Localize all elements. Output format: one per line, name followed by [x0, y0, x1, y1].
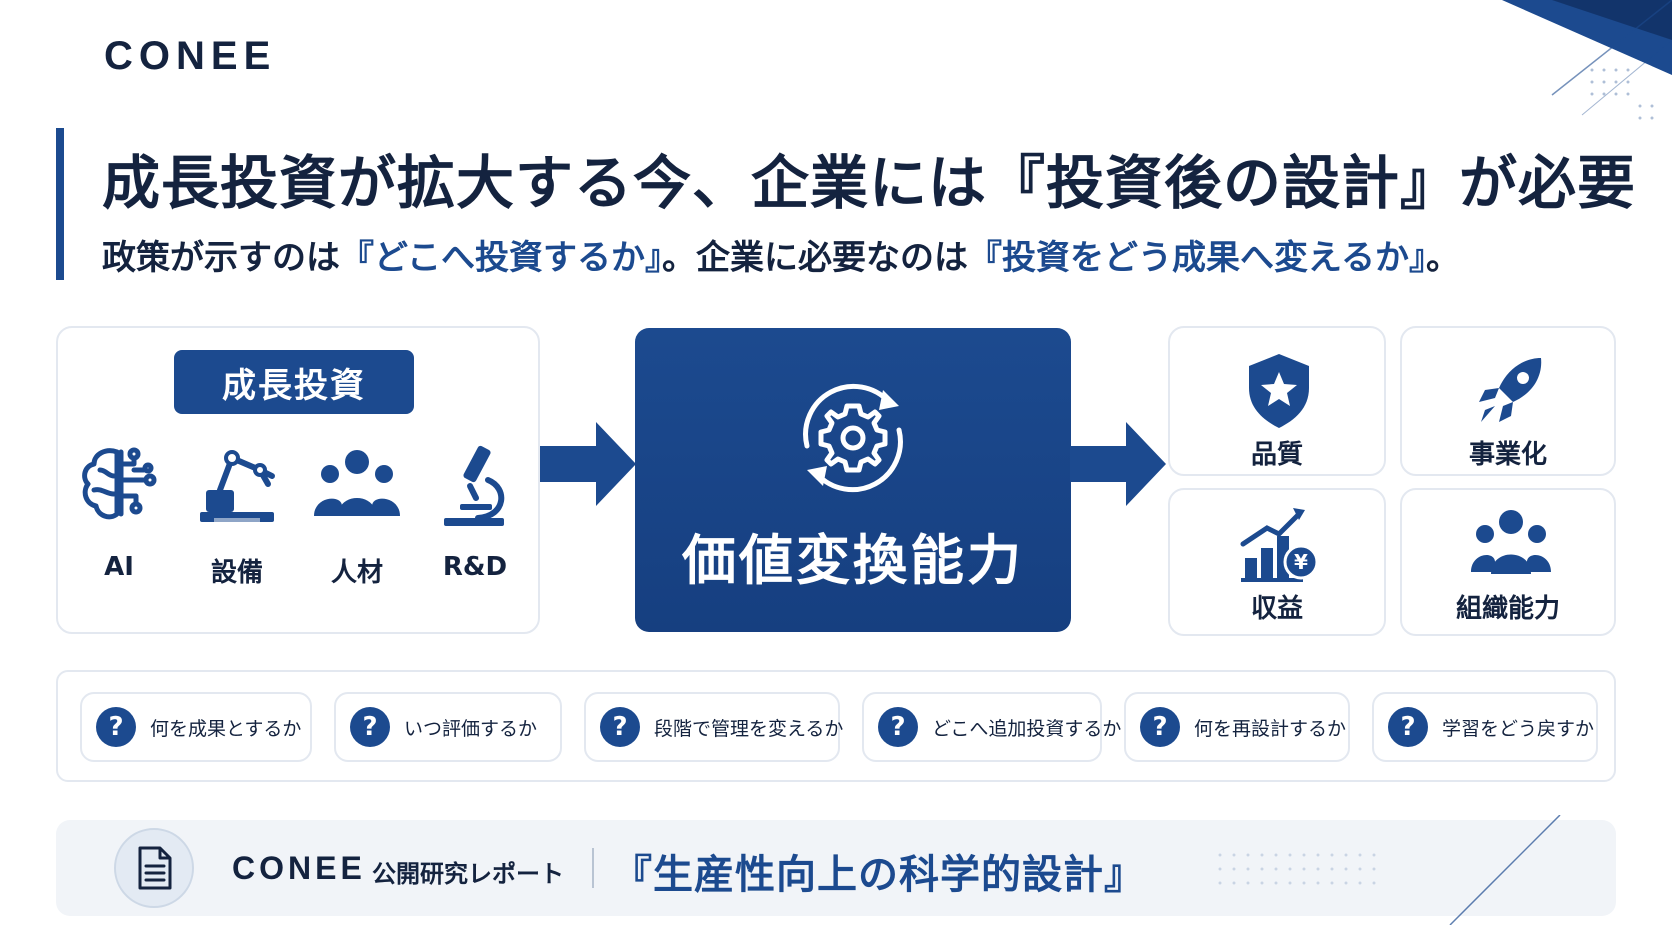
question-text: どこへ追加投資するか [932, 717, 1122, 740]
question-text: 学習をどう戻すか [1442, 717, 1595, 740]
question-mark-icon: ? [600, 707, 640, 747]
investment-item-label: AI [104, 552, 134, 582]
page-subtitle: 政策が示すのは『どこへ投資するか』。企業に必要なのは『投資をどう成果へ変えるか』… [102, 230, 1460, 279]
svg-text:¥: ¥ [1294, 550, 1308, 574]
title-accent-bar [56, 128, 64, 280]
people-icon [314, 450, 400, 516]
value-transformation-label: 価値変換能力 [682, 529, 1024, 592]
subtitle-highlight-1: 『どこへ投資するか』 [340, 238, 662, 278]
question-text: 何を再設計するか [1194, 717, 1347, 740]
outcome-label: 事業化 [1468, 440, 1547, 470]
footer-report-title: 『生産性向上の科学的設計』 [612, 852, 1145, 898]
microscope-icon [444, 445, 505, 526]
question-pill: ? どこへ追加投資するか [862, 692, 1121, 762]
robot-arm-icon [200, 450, 275, 522]
question-text: 段階で管理を変えるか [654, 717, 844, 740]
outcome-card-quality: 品質 [1168, 326, 1386, 476]
flow-arrow-right [1070, 422, 1166, 506]
investment-item-rnd: R&D [420, 440, 530, 582]
flow-arrow-right [540, 422, 636, 506]
question-pill: ? 学習をどう戻すか [1372, 692, 1598, 762]
corner-decoration [1502, 0, 1672, 120]
investment-item-equipment: 設備 [182, 440, 292, 589]
investment-item-label: 人材 [330, 558, 383, 588]
outcome-card-commercialization: 事業化 [1400, 326, 1616, 476]
subtitle-part-1: 政策が示すのは [102, 238, 340, 278]
question-pill: ? 段階で管理を変えるか [584, 692, 844, 762]
investment-item-label: 設備 [210, 558, 263, 588]
question-mark-icon: ? [96, 707, 136, 747]
growth-yen-icon: ¥ [1240, 508, 1319, 582]
growth-investment-badge: 成長投資 [174, 350, 414, 414]
investment-item-label: R&D [442, 552, 508, 582]
question-mark-icon: ? [1388, 707, 1428, 747]
question-mark-icon: ? [878, 707, 918, 747]
investment-item-ai: AI [64, 440, 174, 582]
subtitle-highlight-2: 『投資をどう成果へ変えるか』 [967, 238, 1426, 278]
question-text: いつ評価するか [404, 717, 538, 740]
question-mark-icon: ? [350, 707, 390, 747]
question-text: 何を成果とするか [150, 717, 302, 740]
document-icon [114, 828, 194, 908]
question-mark-icon: ? [1140, 707, 1180, 747]
gear-cycle-icon [803, 383, 903, 493]
bottom-decoration [1218, 815, 1561, 925]
report-footer: CONEE 公開研究レポート 『生産性向上の科学的設計』 [56, 820, 1616, 916]
brain-icon [82, 447, 157, 520]
questions-panel: ? 何を成果とするか ? いつ評価するか ? 段階で管理を変えるか ? どこへ追… [56, 670, 1616, 782]
page-title: 成長投資が拡大する今、企業には『投資後の設計』が必要 [102, 149, 1637, 217]
shield-star-icon [1249, 354, 1309, 428]
question-pill: ? いつ評価するか [334, 692, 562, 762]
subtitle-part-2: 。企業に必要なのは [661, 238, 968, 278]
brand-logo: CONEE [104, 34, 277, 78]
outcome-label: 収益 [1250, 594, 1303, 624]
rocket-icon [1479, 358, 1542, 422]
subtitle-part-3: 。 [1425, 238, 1460, 278]
outcome-card-org-capability: 組織能力 [1400, 488, 1616, 636]
outcome-card-profit: ¥ 収益 [1168, 488, 1386, 636]
question-pill: ? 何を成果とするか [80, 692, 312, 762]
outcome-label: 品質 [1250, 440, 1303, 470]
growth-investment-card: 成長投資 AI [56, 326, 540, 634]
footer-divider [592, 848, 594, 888]
investment-item-talent: 人材 [302, 440, 412, 589]
outcome-label: 組織能力 [1455, 594, 1560, 624]
footer-brand: CONEE [232, 850, 366, 886]
team-icon [1471, 510, 1551, 574]
question-pill: ? 何を再設計するか [1124, 692, 1350, 762]
footer-report-type: 公開研究レポート [372, 860, 564, 888]
value-transformation-box: 価値変換能力 [635, 328, 1071, 632]
